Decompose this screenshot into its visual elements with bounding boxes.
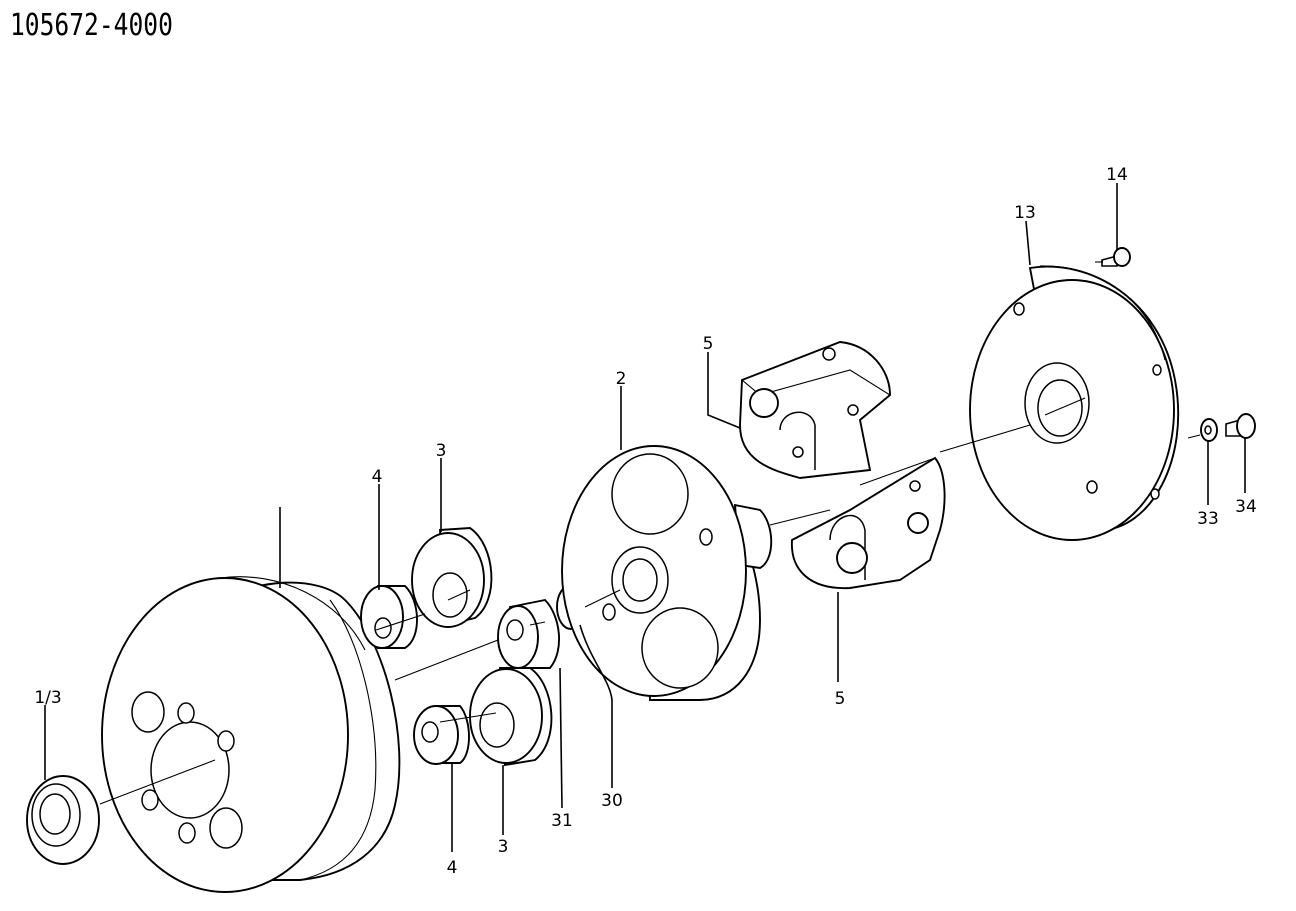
- callout-34: 34: [1235, 497, 1257, 517]
- leader-lines: [44, 183, 1246, 852]
- part-flyweight-holder: [561, 445, 773, 701]
- callout-2: 2: [616, 369, 627, 389]
- part-roller-upper: [411, 527, 493, 628]
- part-roller-lower: [469, 667, 553, 767]
- part-nut: [1225, 413, 1256, 439]
- callout-4-upper: 4: [372, 467, 383, 487]
- part-oil-seal: [26, 775, 100, 865]
- callout-1-3: 1/3: [34, 688, 61, 708]
- part-washer: [1200, 418, 1218, 442]
- part-flyweight-lower: [791, 456, 946, 589]
- assembly-axis: [99, 261, 1201, 805]
- callout-14: 14: [1106, 165, 1128, 185]
- callout-30: 30: [601, 791, 623, 811]
- drawing-part-number: 105672-4000: [10, 8, 173, 43]
- callout-33: 33: [1197, 509, 1219, 529]
- callout-labels: 1/3 2 3 3 4 4 5 5 13 14 30 31 33 34: [34, 165, 1257, 878]
- callout-5-lower: 5: [835, 689, 846, 709]
- callout-3-upper: 3: [436, 441, 447, 461]
- callout-5-upper: 5: [703, 334, 714, 354]
- part-flyweight-upper: [739, 341, 891, 479]
- callout-13: 13: [1014, 203, 1036, 223]
- callout-3-lower: 3: [498, 837, 509, 857]
- part-cover: [969, 265, 1180, 541]
- part-bush-lower: [413, 705, 470, 765]
- part-bolt: [1101, 247, 1131, 267]
- callout-4-lower: 4: [447, 858, 458, 878]
- part-sleeve: [497, 598, 560, 669]
- part-hub-drum: [101, 576, 401, 893]
- callout-31: 31: [551, 811, 573, 831]
- part-bush-upper: [360, 585, 418, 649]
